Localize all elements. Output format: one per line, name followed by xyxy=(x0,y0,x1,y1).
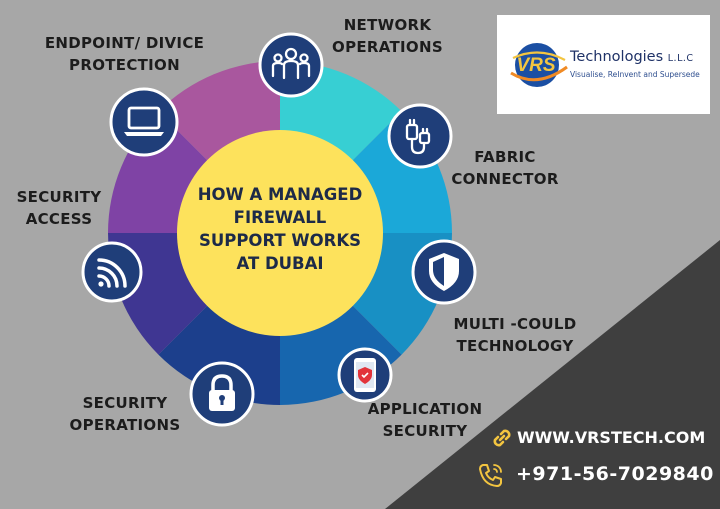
center-title: HOW A MANAGED FIREWALL SUPPORT WORKS AT … xyxy=(197,185,363,273)
lock-icon xyxy=(189,361,255,427)
dark-corner-band xyxy=(385,240,720,509)
logo-mark-text: VRS xyxy=(516,55,555,76)
logo-tagline: Visualise, ReInvent and Supersede xyxy=(570,70,700,79)
plug-icon xyxy=(387,103,453,169)
logo-company-name: Technologies L.L.C xyxy=(570,49,694,65)
label-network-operations: NETWORK OPERATIONS xyxy=(332,16,443,56)
wifi-icon xyxy=(81,241,143,303)
mobile-shield-icon xyxy=(337,347,393,403)
label-endpoint-device-protection: ENDPOINT/ DIVICE PROTECTION xyxy=(44,34,205,74)
label-security-operations: SECURITY OPERATIONS xyxy=(69,394,181,434)
laptop-icon xyxy=(109,87,179,157)
website-link[interactable]: WWW.VRSTECH.COM xyxy=(517,428,706,447)
team-icon xyxy=(258,32,324,98)
label-multi-cloud-technology: MULTI -COULD TECHNOLOGY xyxy=(453,315,577,355)
center-circle xyxy=(177,130,383,336)
company-logo: VRS Technologies L.L.C Visualise, ReInve… xyxy=(497,15,710,114)
label-security-access: SECURITY ACCESS xyxy=(16,188,102,228)
phone-number[interactable]: +971-56-7029840 xyxy=(516,463,714,485)
shield-icon xyxy=(411,239,477,305)
logo-suffix: L.L.C xyxy=(667,53,694,64)
link-icon xyxy=(493,429,511,447)
logo-company: Technologies xyxy=(570,49,664,65)
vrs-logo-mark: VRS xyxy=(510,43,568,87)
label-fabric-connector: FABRIC CONNECTOR xyxy=(451,148,559,188)
label-application-security: APPLICATION SECURITY xyxy=(367,400,483,440)
phone-icon xyxy=(479,464,502,487)
